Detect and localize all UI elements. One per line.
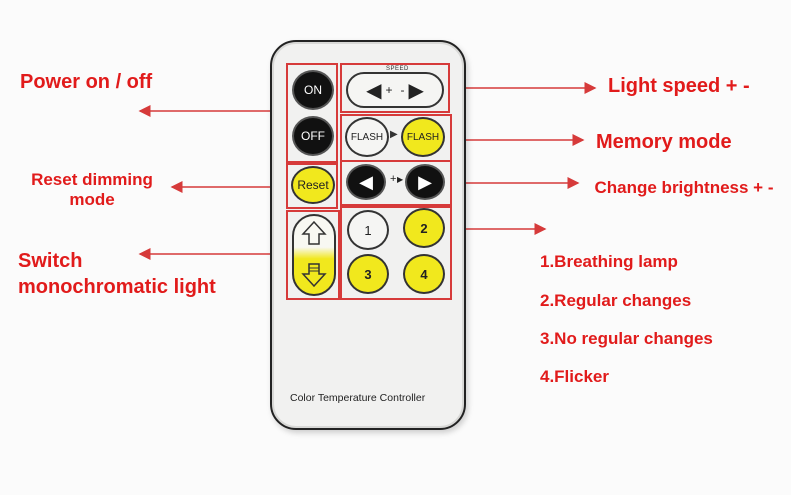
- mode-item-4: 4.Flicker: [540, 367, 609, 386]
- speed-right-arrow-icon[interactable]: ▶: [408, 79, 424, 102]
- speed-plus-label: +: [385, 83, 393, 97]
- brightness-down-button[interactable]: ◀: [346, 164, 386, 200]
- highlight-speed-buttons: [340, 63, 450, 113]
- switch-color-button[interactable]: [292, 214, 336, 296]
- remote-footer-label: Color Temperature Controller: [290, 392, 426, 404]
- highlight-brightness-buttons: [340, 160, 452, 206]
- highlight-power-buttons: [286, 63, 338, 163]
- brightness-left-arrow-icon: ◀: [359, 171, 373, 192]
- flash-arrow-icon: ▶: [390, 129, 398, 140]
- mode-item-1: 1.Breathing lamp: [540, 252, 678, 271]
- mode-2-button[interactable]: 2: [403, 208, 445, 248]
- off-button[interactable]: OFF: [292, 116, 334, 156]
- label-reset: Reset dimming mode: [31, 170, 153, 210]
- highlight-reset-button: [286, 163, 338, 209]
- brightness-plus-label: +: [390, 173, 397, 185]
- flash-right-button[interactable]: FLASH: [401, 117, 445, 157]
- label-memory: Memory mode: [596, 131, 732, 153]
- switch-arrows-icon: [301, 220, 327, 288]
- highlight-switch-button: [286, 210, 340, 300]
- brightness-right-arrow-icon: ▶: [418, 171, 432, 192]
- label-speed: Light speed + -: [608, 75, 750, 97]
- label-brightness: Change brightness + -: [594, 178, 774, 197]
- mode-item-3: 3.No regular changes: [540, 329, 713, 348]
- highlight-mode-buttons: [340, 206, 452, 300]
- mode-4-button[interactable]: 4: [403, 254, 445, 294]
- mode-1-button[interactable]: 1: [347, 210, 389, 250]
- flash-left-button[interactable]: FLASH: [345, 117, 389, 157]
- brightness-mid-arrow-icon: ▶: [397, 175, 404, 184]
- label-power: Power on / off: [20, 71, 153, 93]
- speed-left-arrow-icon[interactable]: ◀: [366, 79, 382, 102]
- on-button[interactable]: ON: [292, 70, 334, 110]
- brightness-up-button[interactable]: ▶: [405, 164, 445, 200]
- label-switch: Switch monochromatic light: [18, 250, 216, 298]
- speed-minus-label: -: [400, 83, 405, 97]
- speed-tiny-label: SPEED: [386, 66, 409, 72]
- mode-3-button[interactable]: 3: [347, 254, 389, 294]
- speed-button[interactable]: ◀ + - ▶: [346, 72, 444, 108]
- mode-item-2: 2.Regular changes: [540, 291, 692, 310]
- reset-button[interactable]: Reset: [291, 166, 335, 204]
